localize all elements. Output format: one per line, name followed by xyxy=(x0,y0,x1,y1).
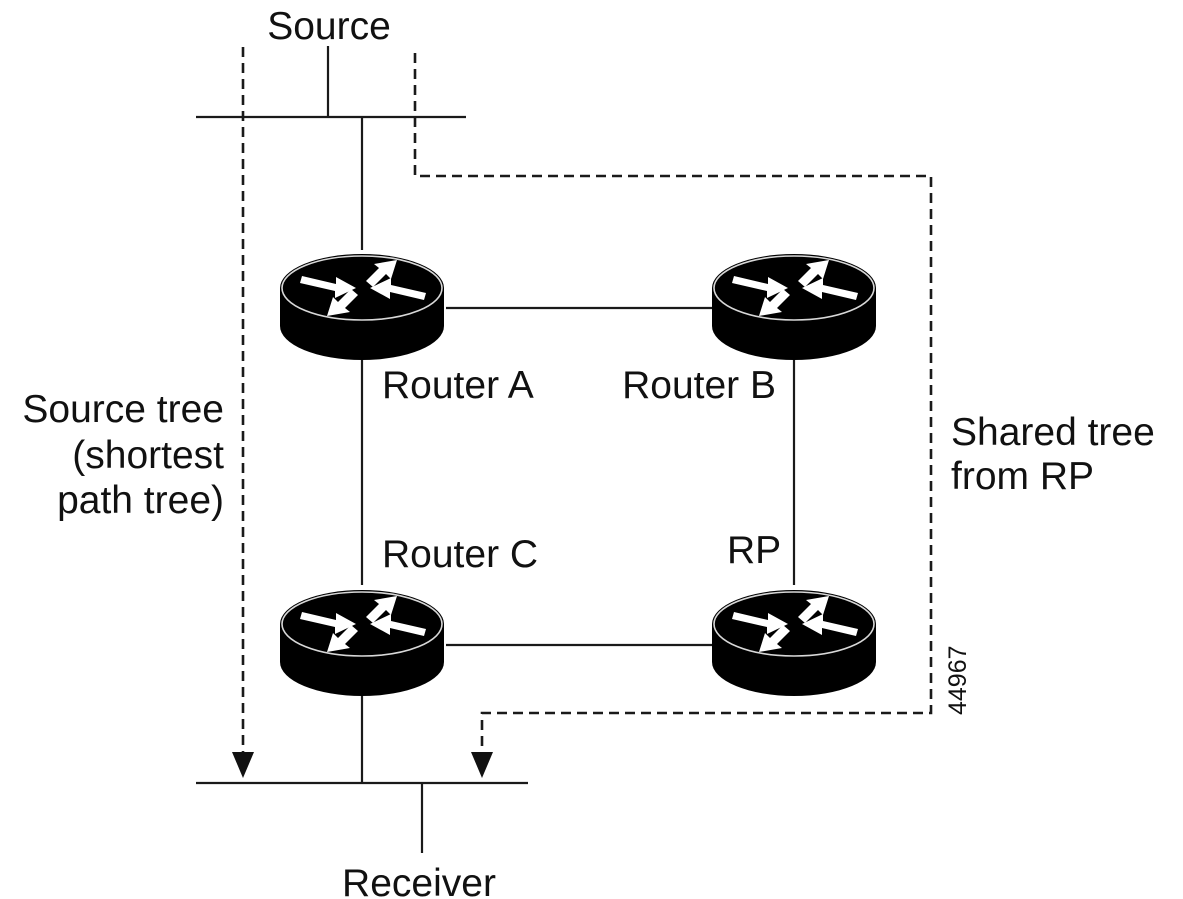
shared-tree-label-line2: from RP xyxy=(951,455,1094,498)
network-links xyxy=(360,117,796,783)
router-a-icon xyxy=(279,253,445,361)
source-tree-path xyxy=(232,47,254,778)
receiver-label: Receiver xyxy=(342,862,496,899)
receiver-network-segment xyxy=(196,781,528,853)
figure-id: 44967 xyxy=(944,645,972,715)
router-a-label: Router A xyxy=(382,364,534,407)
router-b-icon xyxy=(711,253,877,361)
source-label: Source xyxy=(267,5,391,48)
router-b-label: Router B xyxy=(622,364,776,407)
rp-router-icon xyxy=(711,589,877,697)
source-network-segment xyxy=(196,46,466,119)
shared-tree-path xyxy=(413,53,933,778)
router-c-label: Router C xyxy=(382,533,538,576)
source-tree-label-line3: path tree) xyxy=(57,479,224,522)
rp-label: RP xyxy=(727,529,781,572)
shared-tree-label-line1: Shared tree xyxy=(951,411,1155,454)
source-tree-label-line1: Source tree xyxy=(22,388,224,431)
arrowhead-down-icon xyxy=(232,752,254,778)
source-tree-label-line2: (shortest xyxy=(72,434,224,477)
router-c-icon xyxy=(279,589,445,697)
arrowhead-down-icon xyxy=(471,752,493,778)
